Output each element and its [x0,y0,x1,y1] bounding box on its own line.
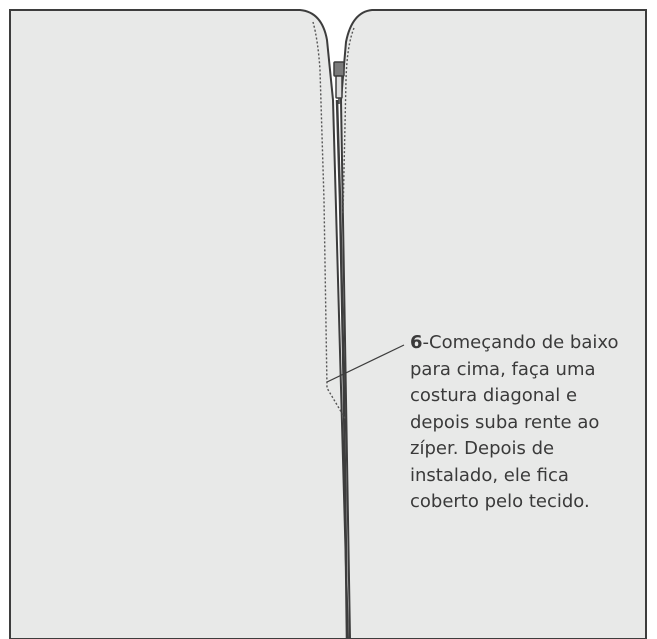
caption-line-5: zíper. Depois de [410,438,555,459]
step-number: 6 [410,332,423,353]
caption-line-6: instalado, ele fica [410,464,569,486]
caption-line-3: costura diagonal e [410,385,578,406]
caption-text-1: -Começando de baixo [422,332,619,353]
stitch-line-right [342,27,355,216]
right-fabric-panel [339,9,647,639]
caption-line-4: depois suba rente ao [410,411,600,433]
left-fabric-panel [9,9,350,639]
caption-line-7: coberto pelo tecido. [410,491,590,512]
zipper-pull-icon [333,61,345,104]
caption-line-2: para cima, faça uma [410,358,596,380]
instruction-caption: 6-Começando de baixo para cima, faça uma… [410,330,655,516]
stitch-line-left [312,21,347,421]
caption-line-1: 6-Começando de baixo [410,330,655,357]
zipper-seam-line [335,99,349,639]
caption-leader-line [326,344,405,383]
